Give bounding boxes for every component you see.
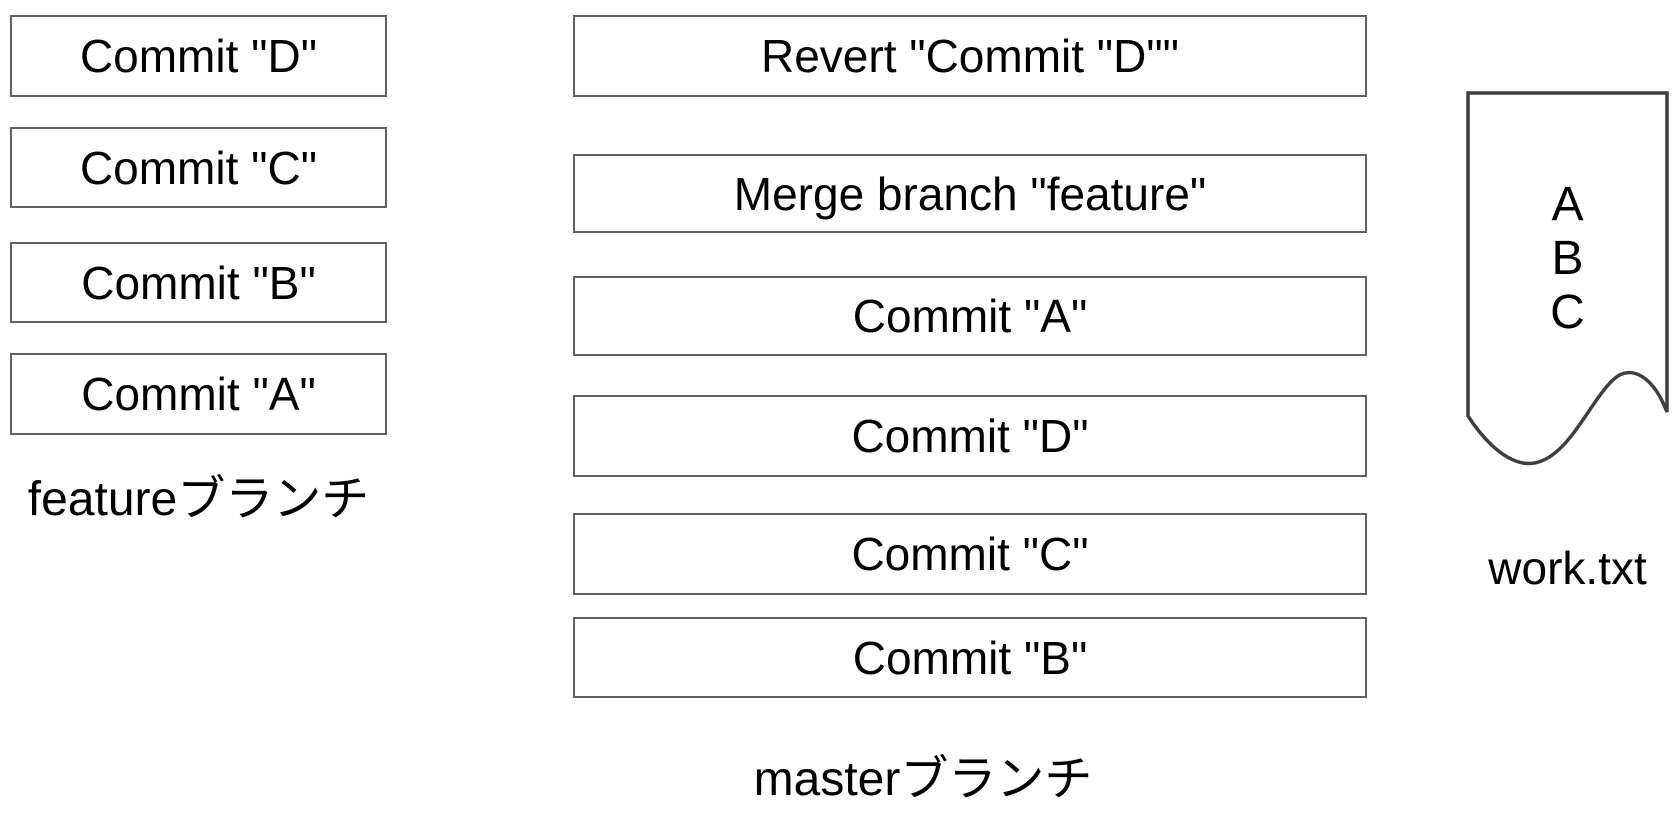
work-file-line-c: C: [1550, 286, 1585, 339]
feature-commit-box-a: Commit "A": [10, 353, 387, 435]
feature-commit-box-c: Commit "C": [10, 127, 387, 208]
work-file-name: work.txt: [1488, 542, 1647, 594]
feature-branch-label: featureブランチ: [27, 473, 370, 526]
master-commit-box-b: Commit "B": [573, 617, 1367, 698]
document-shape-icon: [1466, 91, 1669, 466]
work-file-line-a: A: [1551, 178, 1584, 231]
master-commit-box-revert-d: Revert "Commit "D"": [573, 15, 1367, 97]
feature-commit-box-d: Commit "D": [10, 15, 387, 97]
work-file-line-b: B: [1551, 232, 1584, 285]
master-branch-label: masterブランチ: [753, 753, 1093, 806]
master-commit-box-merge-feature: Merge branch "feature": [573, 154, 1367, 233]
master-commit-box-c: Commit "C": [573, 513, 1367, 595]
feature-commit-box-b: Commit "B": [10, 242, 387, 323]
master-commit-box-d: Commit "D": [573, 395, 1367, 477]
work-file-contents: A B C: [1467, 178, 1668, 340]
master-commit-box-a: Commit "A": [573, 276, 1367, 356]
